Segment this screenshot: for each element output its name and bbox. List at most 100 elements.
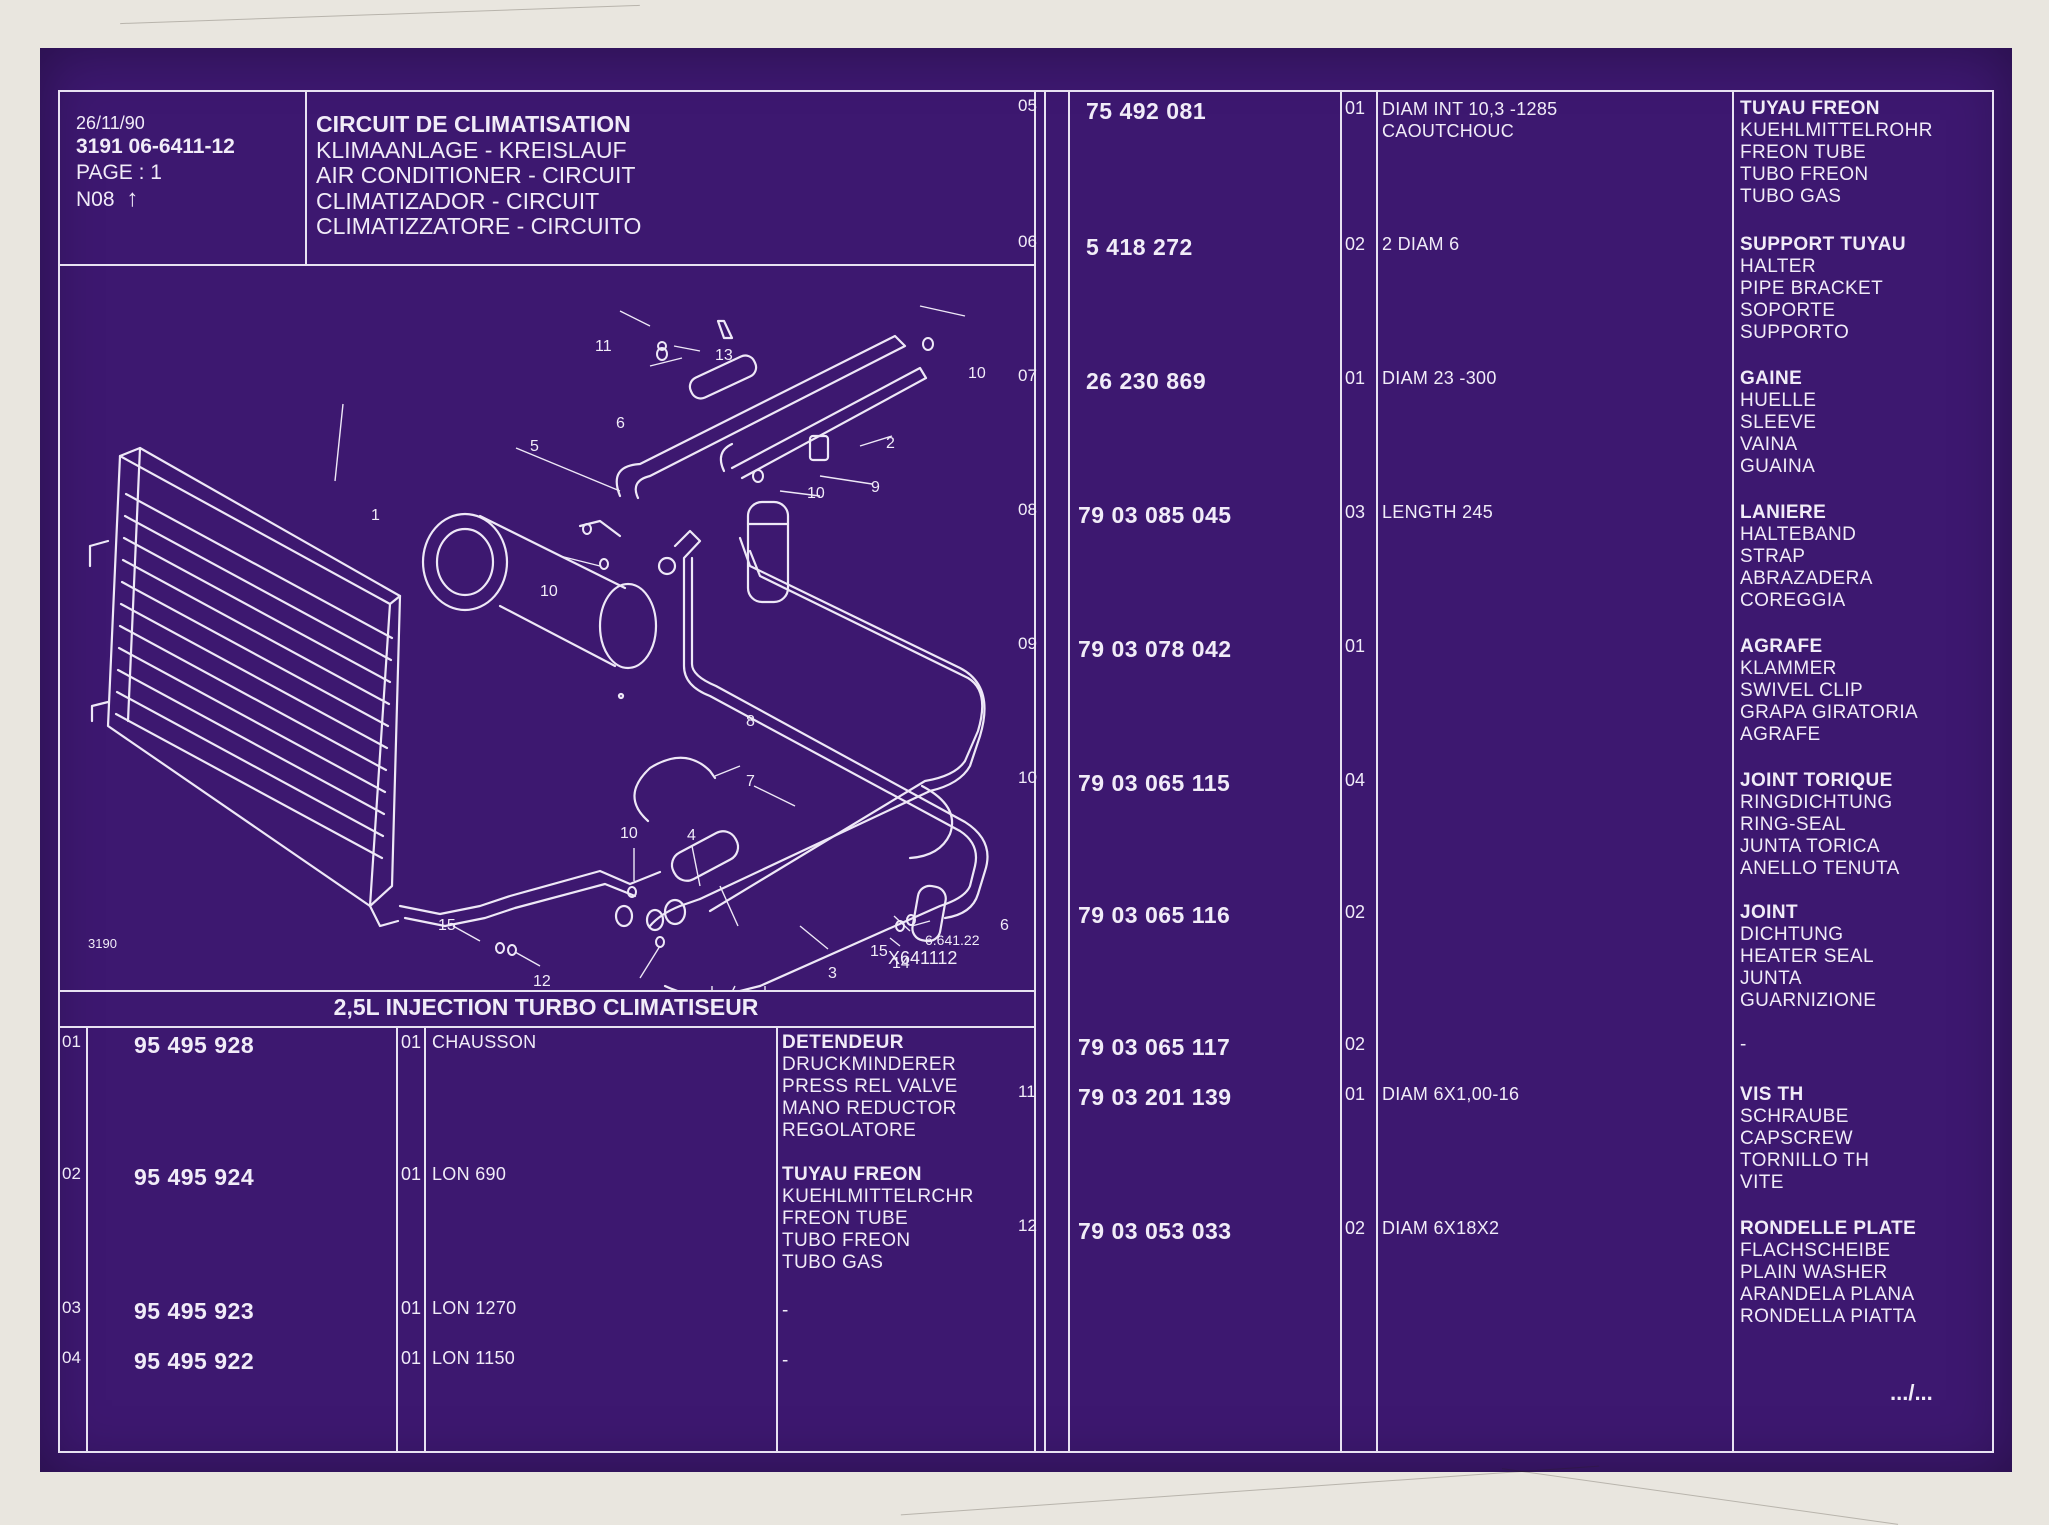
header-code-text: N08 [76,188,115,211]
title-block: CIRCUIT DE CLIMATISATION KLIMAANLAGE - K… [316,111,642,240]
name-es: SOPORTE [1740,300,1836,321]
callout-9: 9 [871,479,880,496]
title-en: AIR CONDITIONER - CIRCUIT [316,162,636,188]
row-names: - [782,1350,789,1371]
name-fr: LANIERE [1740,502,1827,523]
leader-lines [334,305,966,979]
row-index: 04 [62,1348,81,1367]
row-names: - [1740,1034,1747,1055]
name-fr: VIS TH [1740,1084,1804,1105]
row-index: 08 [1018,500,1037,519]
callout-12: 12 [533,973,551,990]
divider [1376,90,1378,1453]
callout-10d: 10 [620,825,638,842]
row-names: DETENDEUR DRUCKMINDERER PRESS REL VALVE … [782,1032,958,1142]
film-scratch [1501,1468,1899,1525]
callout-6a: 6 [616,415,625,432]
row-index: 11 [1018,1082,1036,1101]
condenser-part [88,446,402,928]
name-en: PIPE BRACKET [1740,278,1884,299]
row-desc: CHAUSSON [432,1032,537,1052]
exploded-diagram: 1 2 3 4 5 6 6 7 8 9 10 10 10 10 10 11 12… [88,305,1009,990]
row-qty: 01 [1345,368,1366,388]
name-de: KLAMMER [1740,658,1837,679]
name-fr: SUPPORT TUYAU [1740,234,1907,255]
callout-15b: 15 [870,943,888,960]
name-fr: AGRAFE [1740,636,1823,657]
name-es: TORNILLO TH [1740,1150,1870,1171]
up-arrow-icon: ↑ [126,185,139,212]
name-en: RING-SEAL [1740,814,1847,835]
row-ref: 79 03 065 116 [1078,902,1231,928]
callout-10c: 10 [540,583,558,600]
row-desc: 2 DIAM 6 [1382,234,1460,254]
row-index: 09 [1018,634,1037,653]
title-it: CLIMATIZZATORE - CIRCUITO [316,213,642,239]
row-index: 12 [1018,1216,1037,1235]
row-qty: 01 [401,1348,422,1368]
name-fr: RONDELLE PLATE [1740,1218,1917,1239]
callout-2: 2 [886,435,895,452]
row-qty: 01 [401,1298,422,1318]
row-names: - [782,1300,789,1321]
name-es: VAINA [1740,434,1798,455]
name-de: KUEHLMITTELRCHR [782,1186,974,1207]
row-qty: 02 [1345,234,1366,254]
name-es: JUNTA TORICA [1740,836,1880,857]
name-it: TUBO GAS [782,1252,884,1273]
name-en: PRESS REL VALVE [782,1076,958,1097]
name-it: RONDELLA PIATTA [1740,1306,1917,1327]
name-es: TUBO FREON [782,1230,911,1251]
callout-7: 7 [746,773,755,790]
hose-parts [614,319,947,943]
name-en: FREON TUBE [1740,142,1867,163]
divider [1068,90,1070,1453]
row-ref: 79 03 078 042 [1078,636,1232,662]
name-it: VITE [1740,1172,1784,1193]
callout-10e: 10 [630,988,648,990]
row-ref: 95 495 922 [134,1348,255,1374]
name-de: DICHTUNG [1740,924,1844,945]
row-desc: DIAM INT 10,3 -1285 CAOUTCHOUC [1382,98,1557,142]
blueprint-sheet: 26/11/90 3191 06-6411-12 PAGE : 1 N08 ↑ … [40,48,2012,1472]
row-index: 03 [62,1298,81,1317]
row-names: TUYAU FREON KUEHLMITTELROHR FREON TUBE T… [1740,98,1933,208]
row-index: 01 [62,1032,81,1051]
row-names: VIS TH SCHRAUBE CAPSCREW TORNILLO TH VIT… [1740,1084,1869,1194]
header-doc-code: 3191 06-6411-12 [76,135,235,158]
title-fr: CIRCUIT DE CLIMATISATION [316,111,631,137]
row-index: 07 [1018,366,1037,385]
film-scratch [900,1465,1600,1516]
name-es: ARANDELA PLANA [1740,1284,1915,1305]
diagram-ref-left: 3190 [88,936,117,951]
name-es: ABRAZADERA [1740,568,1873,589]
name-de: DRUCKMINDERER [782,1054,957,1075]
name-en: SLEEVE [1740,412,1817,433]
row-desc: DIAM 6X18X2 [1382,1218,1500,1238]
divider [396,1026,398,1453]
name-de: HALTER [1740,256,1816,277]
row-names: JOINT DICHTUNG HEATER SEAL JUNTA GUARNIZ… [1740,902,1876,1012]
dryer-part [746,500,790,604]
name-en: SWIVEL CLIP [1740,680,1864,701]
divider [58,990,1034,992]
callout-4: 4 [687,827,696,844]
name-fr: GAINE [1740,368,1803,389]
name-en: CAPSCREW [1740,1128,1853,1149]
row-qty: 01 [401,1164,422,1184]
row-qty: 01 [1345,98,1366,118]
name-fr: JOINT TORIQUE [1740,770,1893,791]
row-index: 10 [1018,768,1037,787]
row-ref: 79 03 065 117 [1078,1034,1231,1060]
divider [1044,90,1046,1453]
divider [86,1026,88,1453]
callout-15a: 15 [438,917,456,934]
row-desc: LON 1270 [432,1298,517,1318]
desc-line: CAOUTCHOUC [1382,121,1514,141]
name-it: ANELLO TENUTA [1740,858,1900,879]
row-ref: 79 03 053 033 [1078,1218,1232,1244]
name-de: KUEHLMITTELROHR [1740,120,1933,141]
row-names: AGRAFE KLAMMER SWIVEL CLIP GRAPA GIRATOR… [1740,636,1918,746]
callout-5: 5 [530,438,539,455]
name-it: AGRAFE [1740,724,1821,745]
